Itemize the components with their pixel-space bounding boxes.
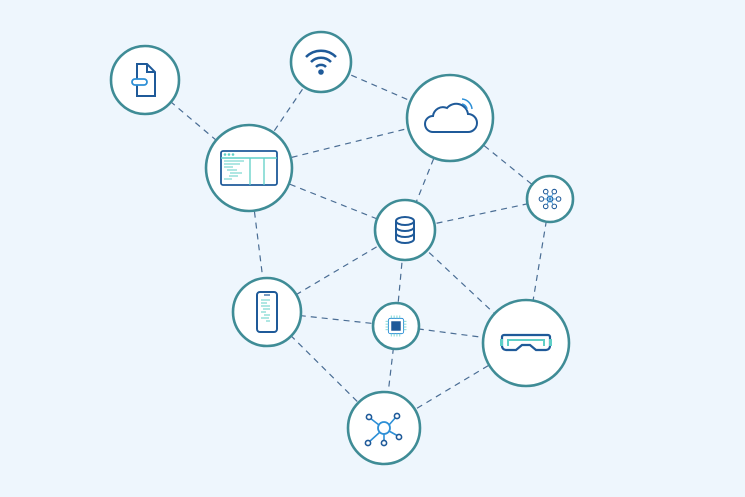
nodes [109,30,575,466]
node-circle [405,73,495,163]
node-browser [204,123,294,213]
node-molecule [525,174,575,224]
database-icon [395,216,415,244]
node-cloud [405,73,495,163]
node-circle [289,30,353,94]
node-file [109,44,181,116]
node-database [373,198,437,262]
node-network [346,390,422,466]
network-hub-icon [364,412,403,447]
node-wifi [289,30,353,94]
code-window-icon [220,150,278,186]
molecule-icon [538,188,562,210]
node-phone [231,276,303,348]
vr-headset-icon [500,333,552,352]
wifi-icon [305,49,337,75]
cpu-chip-icon [385,315,407,337]
cloud-icon [424,98,478,133]
node-chip [371,301,421,351]
node-vr [481,298,571,388]
file-icon [131,63,156,97]
smartphone-icon [256,291,278,333]
